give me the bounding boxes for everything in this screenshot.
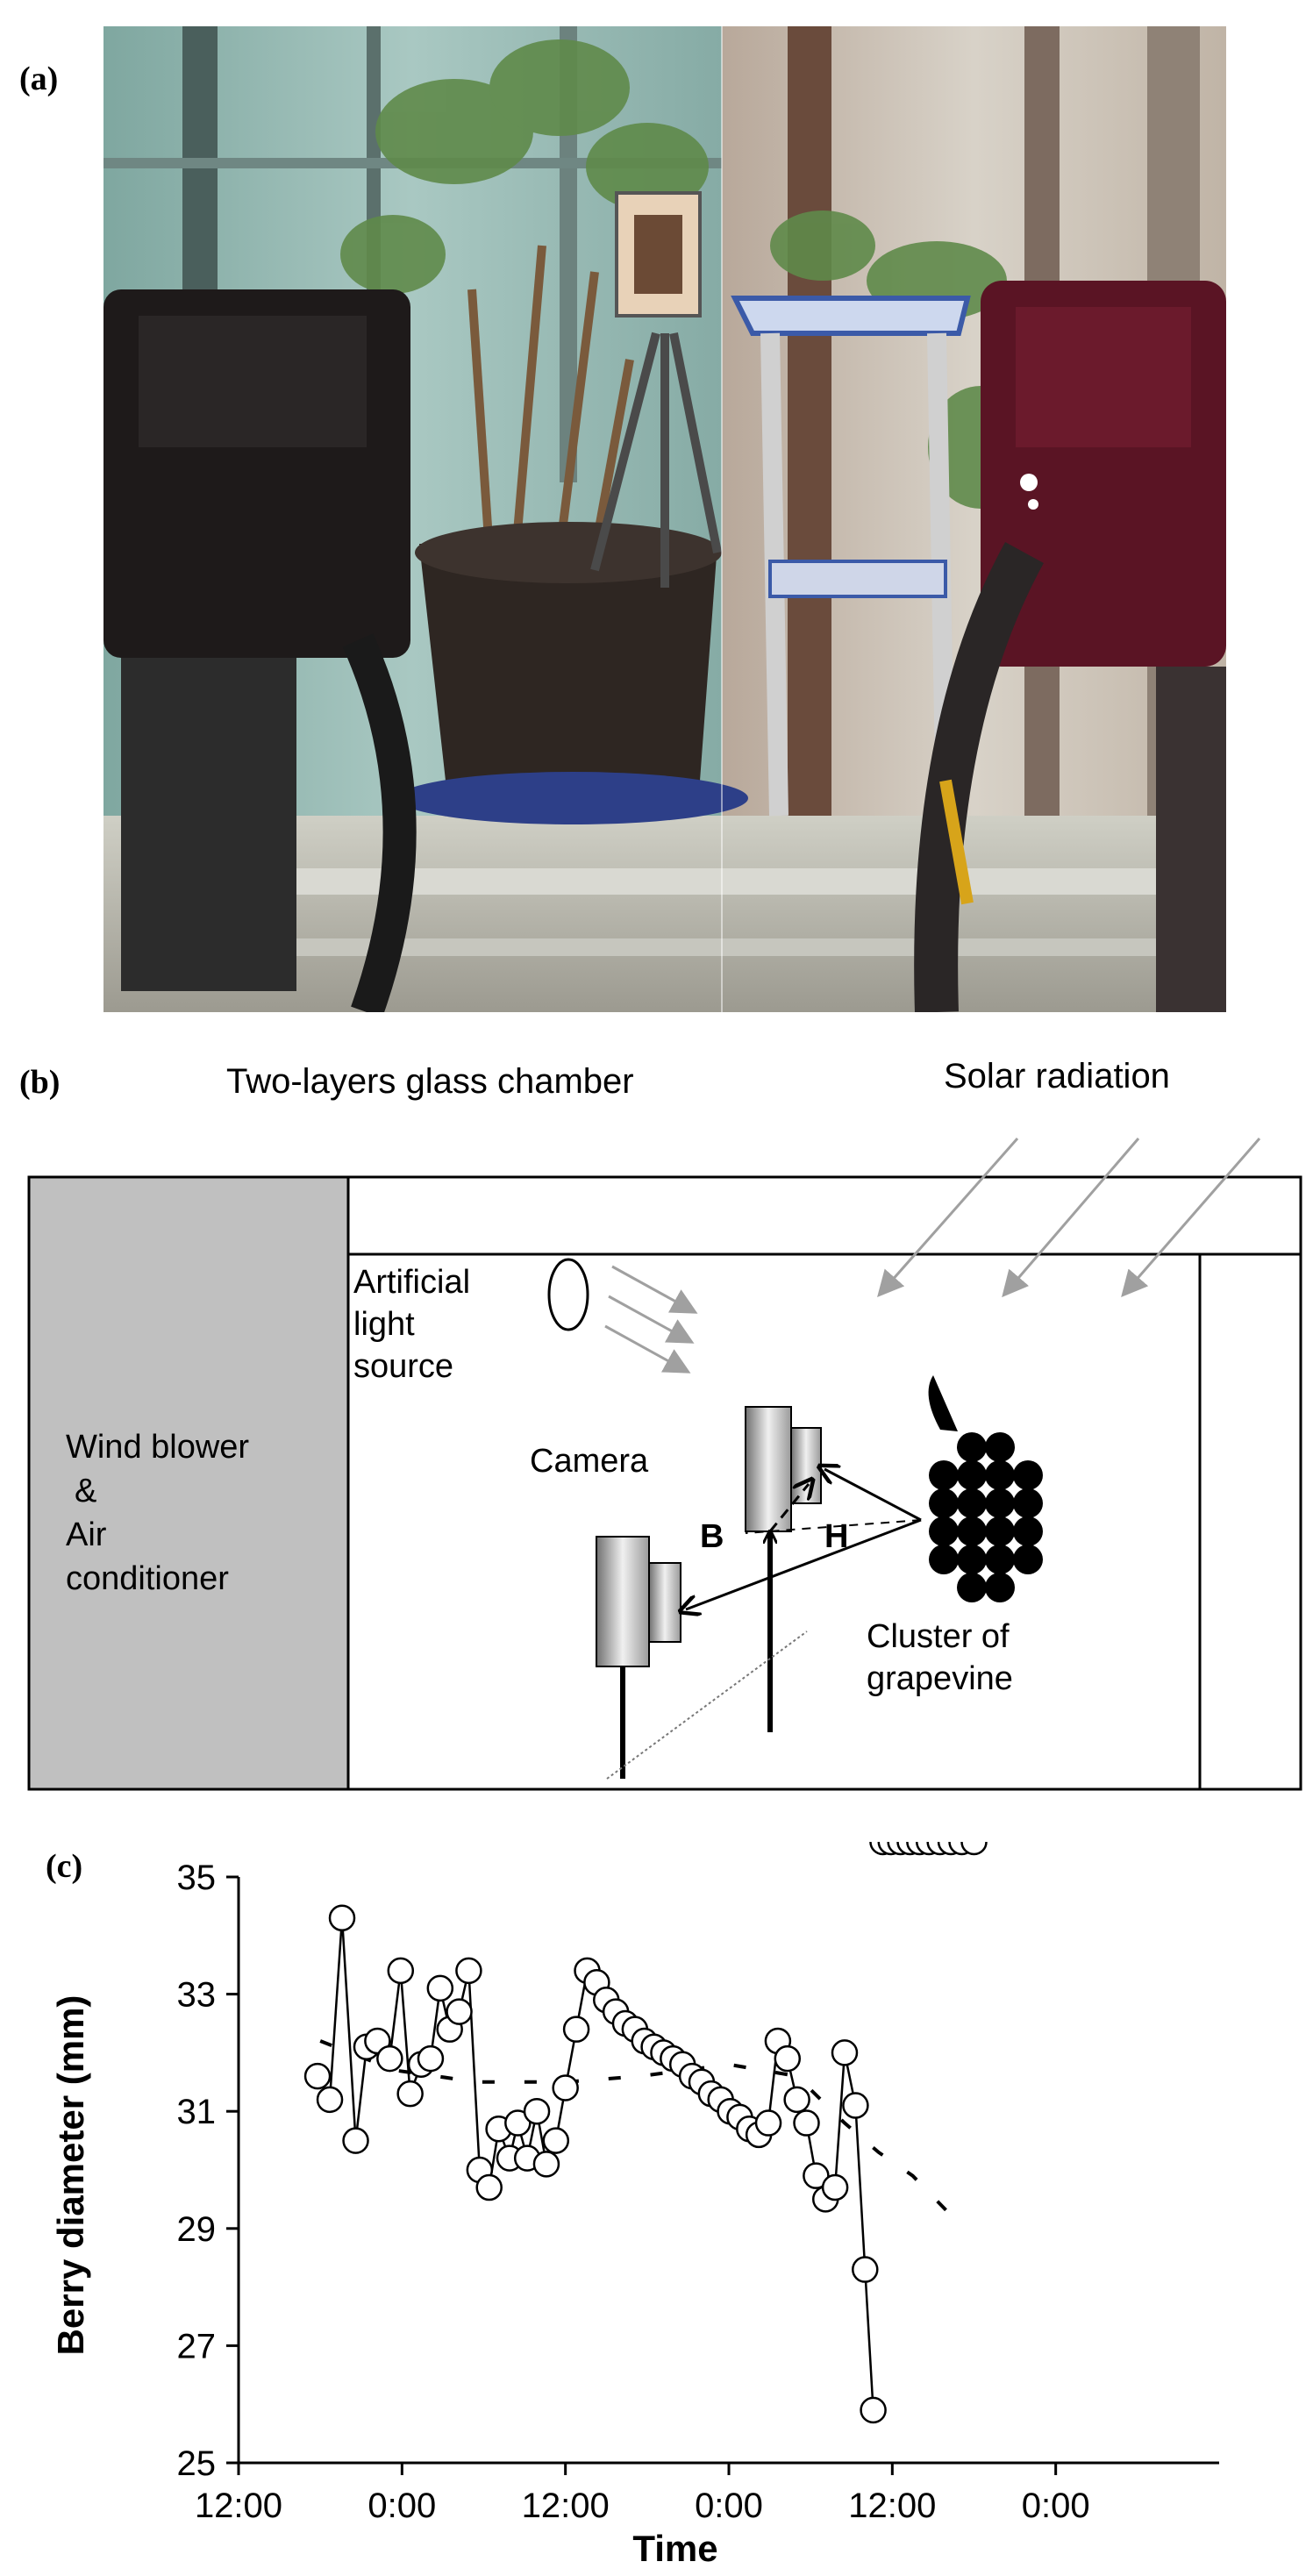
data-point: [852, 2256, 879, 2283]
grape-berry: [957, 1460, 987, 1490]
data-point: [504, 2109, 532, 2137]
x-tick-label: 0:00: [367, 2487, 436, 2525]
data-point: [842, 2092, 869, 2119]
y-tick-label: 31: [177, 2093, 217, 2131]
grape-cluster: [928, 1375, 1043, 1602]
data-point: [552, 2074, 579, 2101]
grape-berry: [985, 1573, 1015, 1602]
blower-line-1: Wind blower: [66, 1429, 249, 1466]
light-line-2: light: [353, 1306, 415, 1343]
height-label-h: H: [824, 1518, 848, 1555]
solar-arrows: [877, 1138, 1261, 1298]
panel-label-a: (a): [19, 61, 59, 97]
data-point: [821, 2173, 849, 2201]
data-point: [475, 2173, 503, 2201]
baseline-label-b: B: [700, 1518, 724, 1555]
grape-berry: [929, 1516, 959, 1546]
data-point: [455, 1957, 482, 1985]
view-line-lower: [686, 1518, 922, 1609]
view-line-upper: [824, 1469, 922, 1522]
data-point: [532, 2151, 560, 2178]
chart-series: [303, 1842, 988, 2424]
blower-line-2: &: [75, 1473, 96, 1509]
blower-box: [27, 1175, 350, 1791]
ground-line: [606, 1631, 808, 1780]
grape-berry: [957, 1516, 987, 1546]
data-point: [417, 2044, 445, 2073]
y-tick-label: 35: [177, 1859, 217, 1897]
x-tick-label: 0:00: [695, 2487, 763, 2525]
data-point: [328, 1904, 356, 1932]
data-point: [342, 2127, 369, 2154]
blower-line-3: Air: [66, 1516, 107, 1553]
data-point: [396, 2080, 424, 2108]
grape-berry: [929, 1488, 959, 1518]
camera-label: Camera: [530, 1443, 649, 1480]
data-point: [426, 1974, 454, 2002]
y-axis-label: Berry diameter (mm): [50, 1995, 91, 2356]
grape-berry: [985, 1545, 1015, 1574]
grape-berry: [957, 1545, 987, 1574]
cluster-line-2: grapevine: [867, 1660, 1013, 1697]
grape-berry: [985, 1432, 1015, 1462]
data-point: [376, 2044, 403, 2073]
grape-berry: [1013, 1488, 1043, 1518]
y-tick-label: 25: [177, 2444, 217, 2483]
data-point: [562, 2016, 590, 2043]
data-point: [523, 2097, 551, 2125]
grape-berry: [985, 1488, 1015, 1518]
chart-axes: 25 27 29 31 33 35 12:00 0:00 12:00 0:00 12:00 0:00: [177, 1859, 1219, 2525]
data-point: [774, 2044, 802, 2073]
chamber-title: Two-layers glass chamber: [226, 1062, 634, 1101]
x-tick-label: 0:00: [1022, 2487, 1090, 2525]
data-point: [783, 2086, 810, 2114]
x-tick-label: 12:00: [848, 2487, 936, 2525]
artificial-light-bulb: [547, 1258, 589, 1331]
y-tick-label: 27: [177, 2327, 217, 2365]
greenhouse-photo: [103, 26, 1226, 1012]
x-tick-label: 12:00: [195, 2487, 282, 2525]
grape-berry: [929, 1460, 959, 1490]
data-point: [446, 1998, 473, 2025]
camera-upper: [745, 1406, 822, 1732]
data-point: [316, 2086, 344, 2114]
grape-berry: [929, 1545, 959, 1574]
data-point: [960, 1842, 988, 1856]
grape-berry: [985, 1460, 1015, 1490]
data-point: [803, 2162, 830, 2189]
data-point: [793, 2109, 820, 2137]
y-tick-label: 33: [177, 1976, 217, 2015]
b-dashed-line: [768, 1484, 809, 1532]
data-point: [860, 2396, 887, 2424]
data-point: [303, 2062, 332, 2090]
grape-berry: [1013, 1545, 1043, 1574]
grape-berry: [957, 1573, 987, 1602]
grape-berry: [985, 1516, 1015, 1546]
data-point: [387, 1957, 415, 1985]
data-point: [542, 2127, 570, 2154]
x-axis-label: Time: [632, 2528, 717, 2569]
grape-berry: [1013, 1460, 1043, 1490]
chamber-diagram: Two-layers glass chamber Solar radiation…: [27, 1057, 1302, 1791]
y-tick-label: 29: [177, 2210, 217, 2249]
camera-lower: [596, 1536, 681, 1779]
solar-radiation-label: Solar radiation: [944, 1057, 1170, 1095]
blower-line-4: conditioner: [66, 1560, 229, 1597]
light-line-3: source: [353, 1348, 453, 1385]
cluster-line-1: Cluster of: [867, 1618, 1010, 1655]
light-arrows: [604, 1265, 698, 1374]
data-point: [831, 2039, 859, 2066]
panel-label-b: (b): [19, 1064, 61, 1101]
grape-berry: [957, 1432, 987, 1462]
data-point: [754, 2109, 782, 2137]
grape-berry: [957, 1488, 987, 1518]
x-tick-label: 12:00: [522, 2487, 610, 2525]
grape-berry: [1013, 1516, 1043, 1546]
panel-label-c: (c): [46, 1848, 83, 1885]
light-line-1: Artificial: [353, 1264, 470, 1301]
